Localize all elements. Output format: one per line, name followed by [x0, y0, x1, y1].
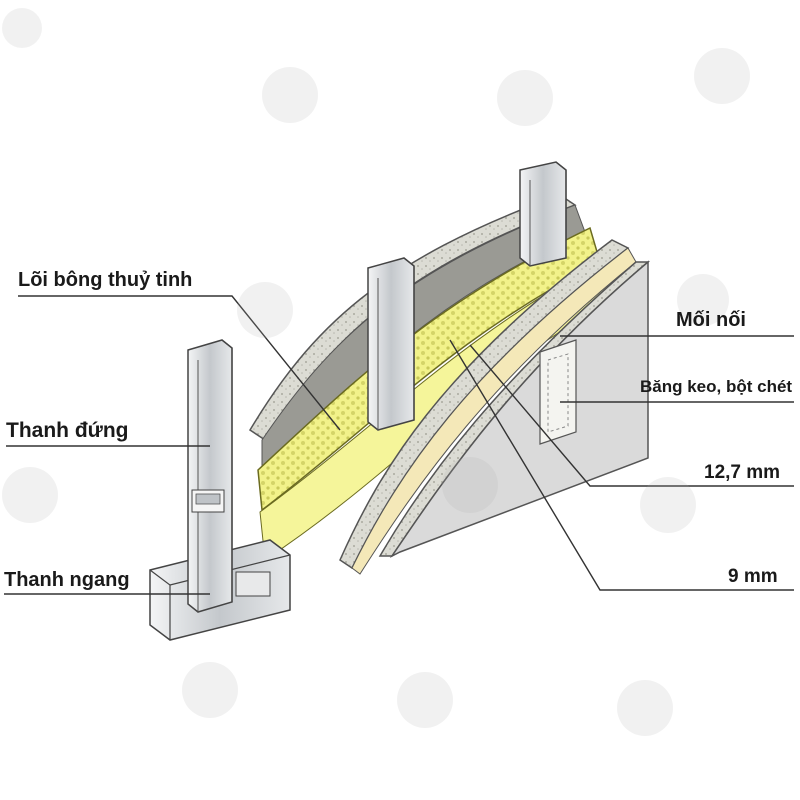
label-tape-and-compound: Băng keo, bột chét: [640, 377, 793, 396]
label-vertical-stud: Thanh đứng: [6, 419, 129, 442]
vertical-stud-middle: [367, 257, 415, 431]
label-thickness-9mm: 9 mm: [728, 566, 778, 587]
watermark-logos: [2, 8, 750, 736]
leader-12-7: [469, 344, 794, 487]
leader-lines: [4, 295, 794, 595]
board-joint: [539, 339, 577, 445]
label-thickness-12-7mm: 12,7 mm: [704, 462, 781, 483]
vertical-stud-back: [519, 161, 567, 267]
label-horizontal-track: Thanh ngang: [4, 569, 130, 591]
leader-9: [449, 339, 794, 591]
label-joint: Mối nối: [676, 309, 746, 331]
label-glass-wool-core: Lõi bông thuỷ tinh: [18, 269, 193, 291]
vertical-stud-front: [187, 339, 233, 613]
leader-core: [18, 295, 341, 431]
